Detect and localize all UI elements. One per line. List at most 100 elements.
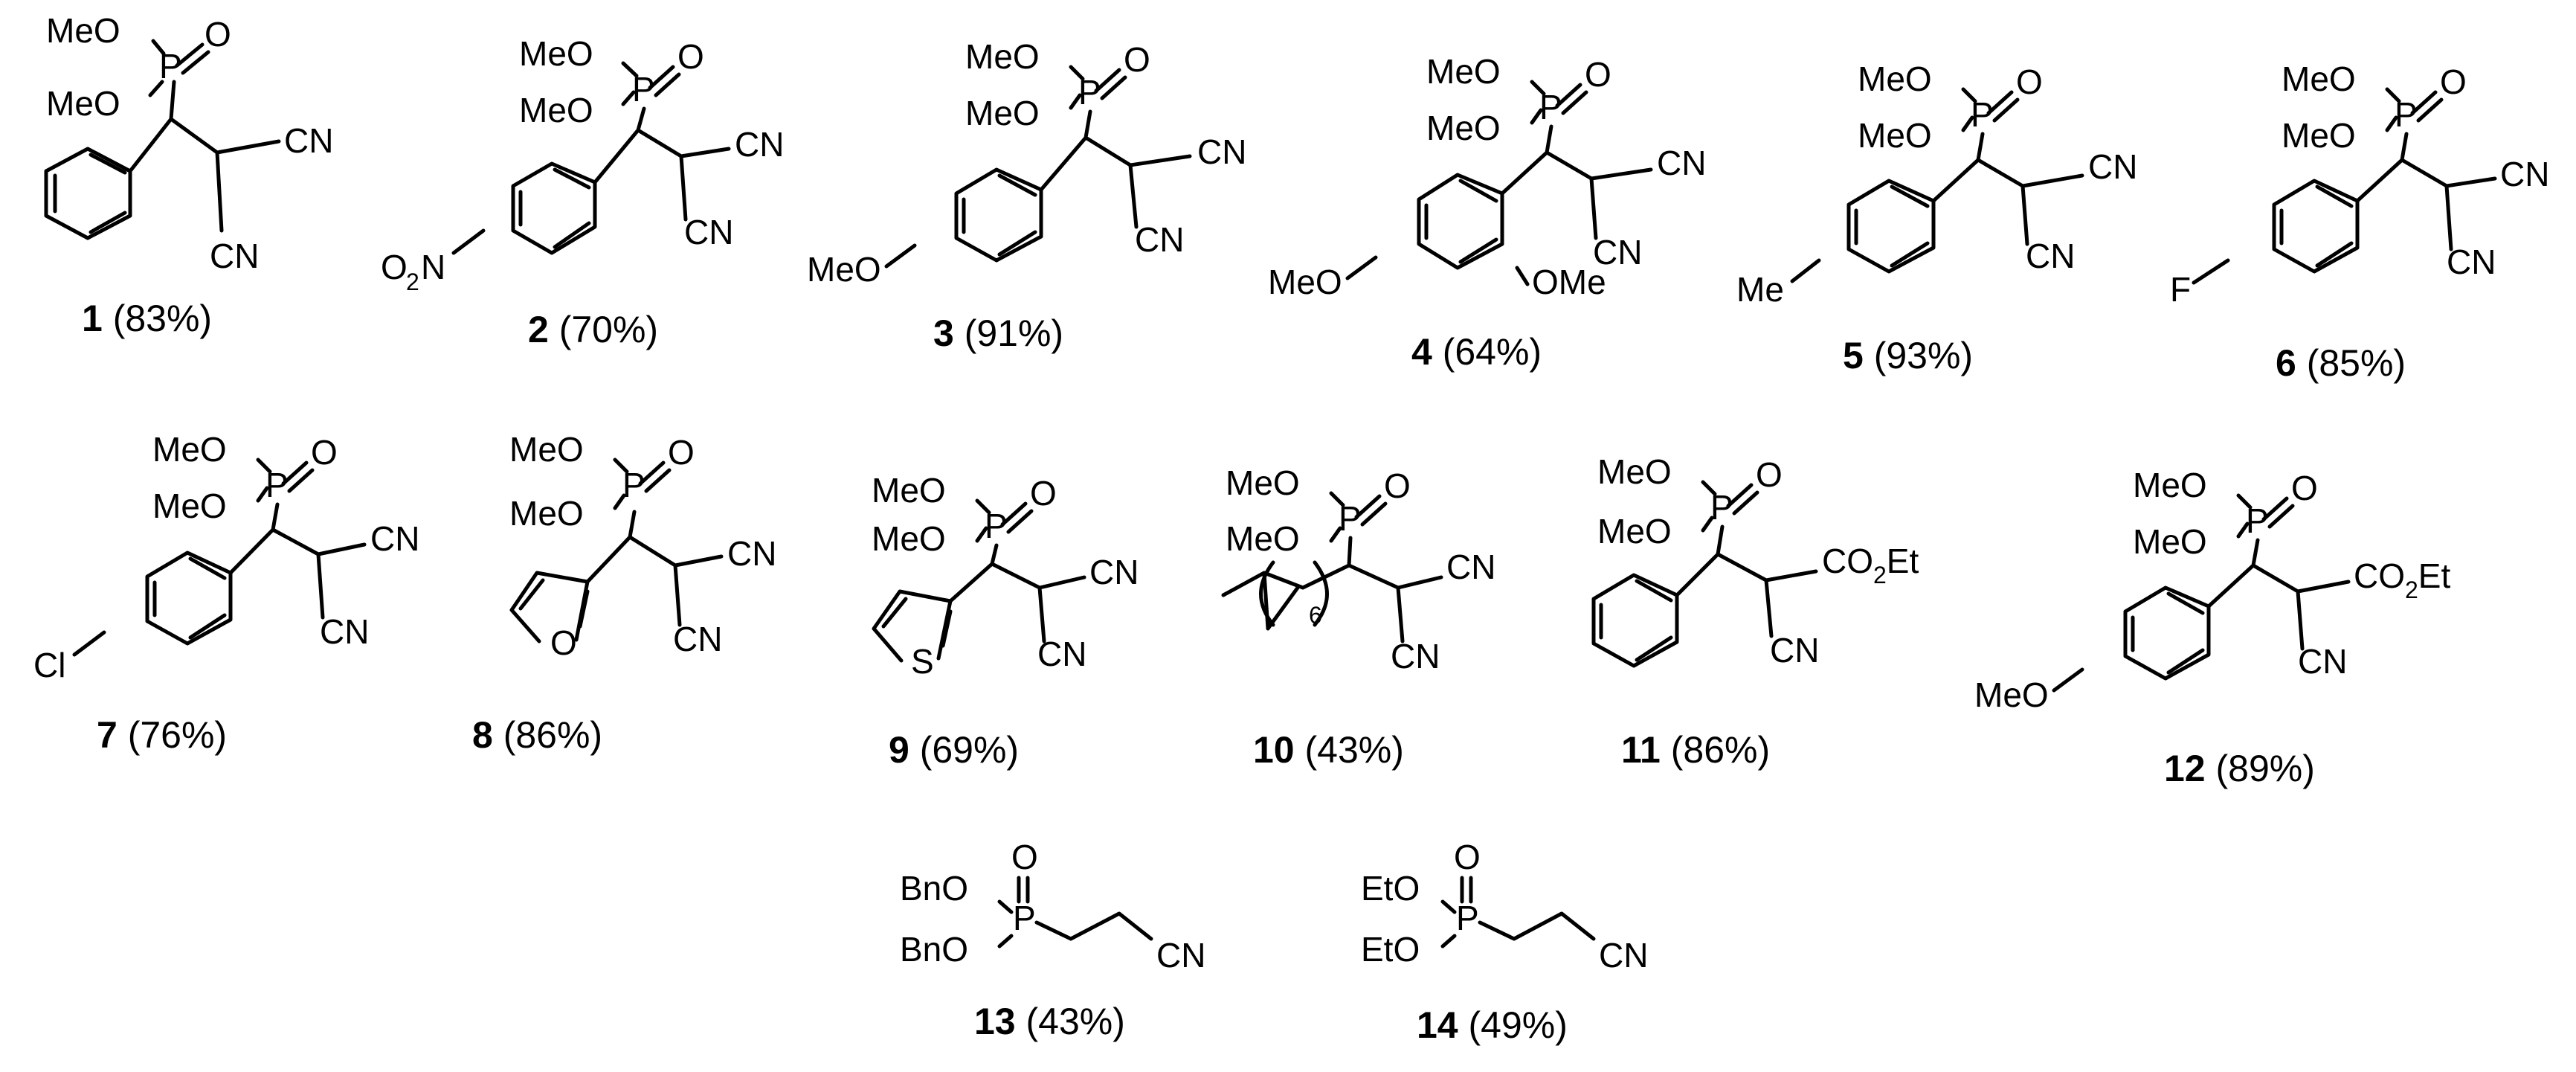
oxo-label: O xyxy=(205,15,231,54)
oxo-label: O xyxy=(1585,55,1611,94)
compound-11-caption: 11 (86%) xyxy=(1621,729,1770,771)
methoxy-label: MeO xyxy=(872,519,946,558)
oxo-label: O xyxy=(1756,455,1783,494)
nitrile-label: CN xyxy=(684,213,733,251)
methoxy-label: MeO xyxy=(152,430,227,469)
compound-5-structure: MeO P O MeO CN CN Me xyxy=(1736,60,2137,309)
methoxy-label: MeO xyxy=(2282,116,2356,155)
methoxy-label: MeO xyxy=(807,250,881,289)
methoxy-label: MeO xyxy=(1268,263,1342,301)
methoxy-label: MeO xyxy=(1858,116,1932,155)
compound-8-structure: MeO P O MeO CN CN O xyxy=(509,430,776,662)
nitrile-label: CN xyxy=(1156,936,1205,975)
compound-4-caption: 4 (64%) xyxy=(1411,331,1542,373)
nitrile-label: CN xyxy=(1446,548,1495,586)
nitrile-label: CN xyxy=(320,612,369,651)
nitrile-label: CN xyxy=(370,519,419,558)
methoxy-label: MeO xyxy=(46,11,120,50)
nitrile-label: CN xyxy=(1599,936,1648,975)
compound-9-structure: MeO P O MeO CN CN S xyxy=(872,471,1139,681)
nitrile-label: CN xyxy=(2500,155,2549,193)
nitrile-label: CN xyxy=(1770,631,1819,670)
nitrile-label: CN xyxy=(735,125,784,164)
nitrile-label: CN xyxy=(727,534,776,573)
compound-3-caption: 3 (91%) xyxy=(933,312,1063,354)
compound-12-caption: 12 (89%) xyxy=(2164,748,2315,789)
methoxy-label: MeO xyxy=(1597,452,1672,491)
compound-8-caption: 8 (86%) xyxy=(472,714,602,756)
compound-7-structure: MeO P O MeO CN CN Cl xyxy=(33,430,419,684)
compound-4-structure: MeO P O MeO CN CN MeO OMe xyxy=(1268,52,1706,301)
fluoro-label: F xyxy=(2170,270,2191,309)
chloro-label: Cl xyxy=(33,646,65,684)
oxo-label: O xyxy=(668,433,695,472)
nitrile-label: CN xyxy=(210,237,259,275)
methoxy-label: MeO xyxy=(152,487,227,525)
methoxy-label: OMe xyxy=(1532,263,1606,301)
benzyloxy-label: BnO xyxy=(900,930,968,969)
compound-12-structure: MeO P O MeO CO2Et CN MeO xyxy=(1974,466,2450,714)
methoxy-label: MeO xyxy=(519,91,593,129)
nitrile-label: CN xyxy=(1657,144,1706,182)
nitrile-label: CN xyxy=(673,620,722,658)
compound-13-caption: 13 (43%) xyxy=(974,1001,1125,1042)
nitrile-label: CN xyxy=(2088,147,2137,186)
oxo-label: O xyxy=(1384,466,1411,505)
phosphorus-label: P xyxy=(1013,899,1036,937)
methoxy-label: MeO xyxy=(872,471,946,510)
oxo-label: O xyxy=(311,433,338,472)
methoxy-label: MeO xyxy=(965,37,1040,76)
methoxy-label: MeO xyxy=(2133,466,2207,504)
nitrile-label: CN xyxy=(1391,637,1440,675)
compound-6-caption: 6 (85%) xyxy=(2276,342,2406,384)
benzyloxy-label: BnO xyxy=(900,869,968,908)
nitrile-label: CN xyxy=(2447,243,2496,281)
oxo-label: O xyxy=(1011,838,1038,876)
nitro-nitrogen-label: N xyxy=(421,248,445,286)
oxo-label: O xyxy=(2291,469,2318,507)
methoxy-label: MeO xyxy=(1426,52,1501,91)
methoxy-label: MeO xyxy=(1426,109,1501,147)
methoxy-label: MeO xyxy=(1226,519,1300,558)
methoxy-label: MeO xyxy=(1858,60,1932,98)
methoxy-label: MeO xyxy=(2133,522,2207,561)
nitro-oxygen-label: O xyxy=(381,248,408,286)
methoxy-label: MeO xyxy=(509,430,584,469)
compound-9-caption: 9 (69%) xyxy=(889,729,1019,771)
methyl-label: Me xyxy=(1736,270,1784,309)
compound-14-structure: O EtO P EtO CN xyxy=(1361,838,1648,975)
furan-oxygen-label: O xyxy=(550,623,577,662)
nitrile-label: CN xyxy=(2298,642,2347,681)
compound-7-caption: 7 (76%) xyxy=(97,714,227,756)
compound-5-caption: 5 (93%) xyxy=(1843,335,1973,376)
oxo-label: O xyxy=(1030,474,1057,513)
methoxy-label: MeO xyxy=(965,94,1040,132)
phosphorus-label: P xyxy=(1456,899,1479,937)
compound-10-caption: 10 (43%) xyxy=(1253,729,1404,771)
compound-6-structure: MeO P O MeO CN CN F xyxy=(2170,60,2549,309)
compound-14-caption: 14 (49%) xyxy=(1417,1004,1568,1046)
methoxy-label: MeO xyxy=(519,34,593,73)
compound-1-caption: 1 (83%) xyxy=(82,298,212,339)
oxo-label: O xyxy=(1124,40,1150,79)
nitrile-label: CN xyxy=(1593,233,1642,272)
compound-11-structure: MeO P O MeO CO2Et CN xyxy=(1591,452,1919,670)
methoxy-label: MeO xyxy=(46,84,120,123)
oxo-label: O xyxy=(2016,62,2043,101)
compound-3-structure: MeO P O MeO CN CN MeO xyxy=(807,37,1246,289)
compound-2-caption: 2 (70%) xyxy=(528,309,658,350)
nitrile-label: CN xyxy=(284,121,333,160)
methoxy-label: MeO xyxy=(1226,463,1300,502)
compound-10-structure: MeO P O MeO CN CN 6 xyxy=(1221,463,1495,675)
oxo-label: O xyxy=(1454,838,1481,876)
methoxy-label: MeO xyxy=(509,494,584,533)
thiophene-sulfur-label: S xyxy=(911,642,934,681)
compound-2-structure: MeO P O MeO CN CN O 2 N xyxy=(381,34,784,295)
methoxy-label: MeO xyxy=(1597,512,1672,551)
compound-13-structure: O BnO P BnO CN xyxy=(900,838,1205,975)
nitrile-label: CN xyxy=(1135,220,1184,259)
oxo-label: O xyxy=(677,37,704,76)
methoxy-label: MeO xyxy=(1974,675,2049,714)
oxo-label: O xyxy=(2440,62,2467,101)
